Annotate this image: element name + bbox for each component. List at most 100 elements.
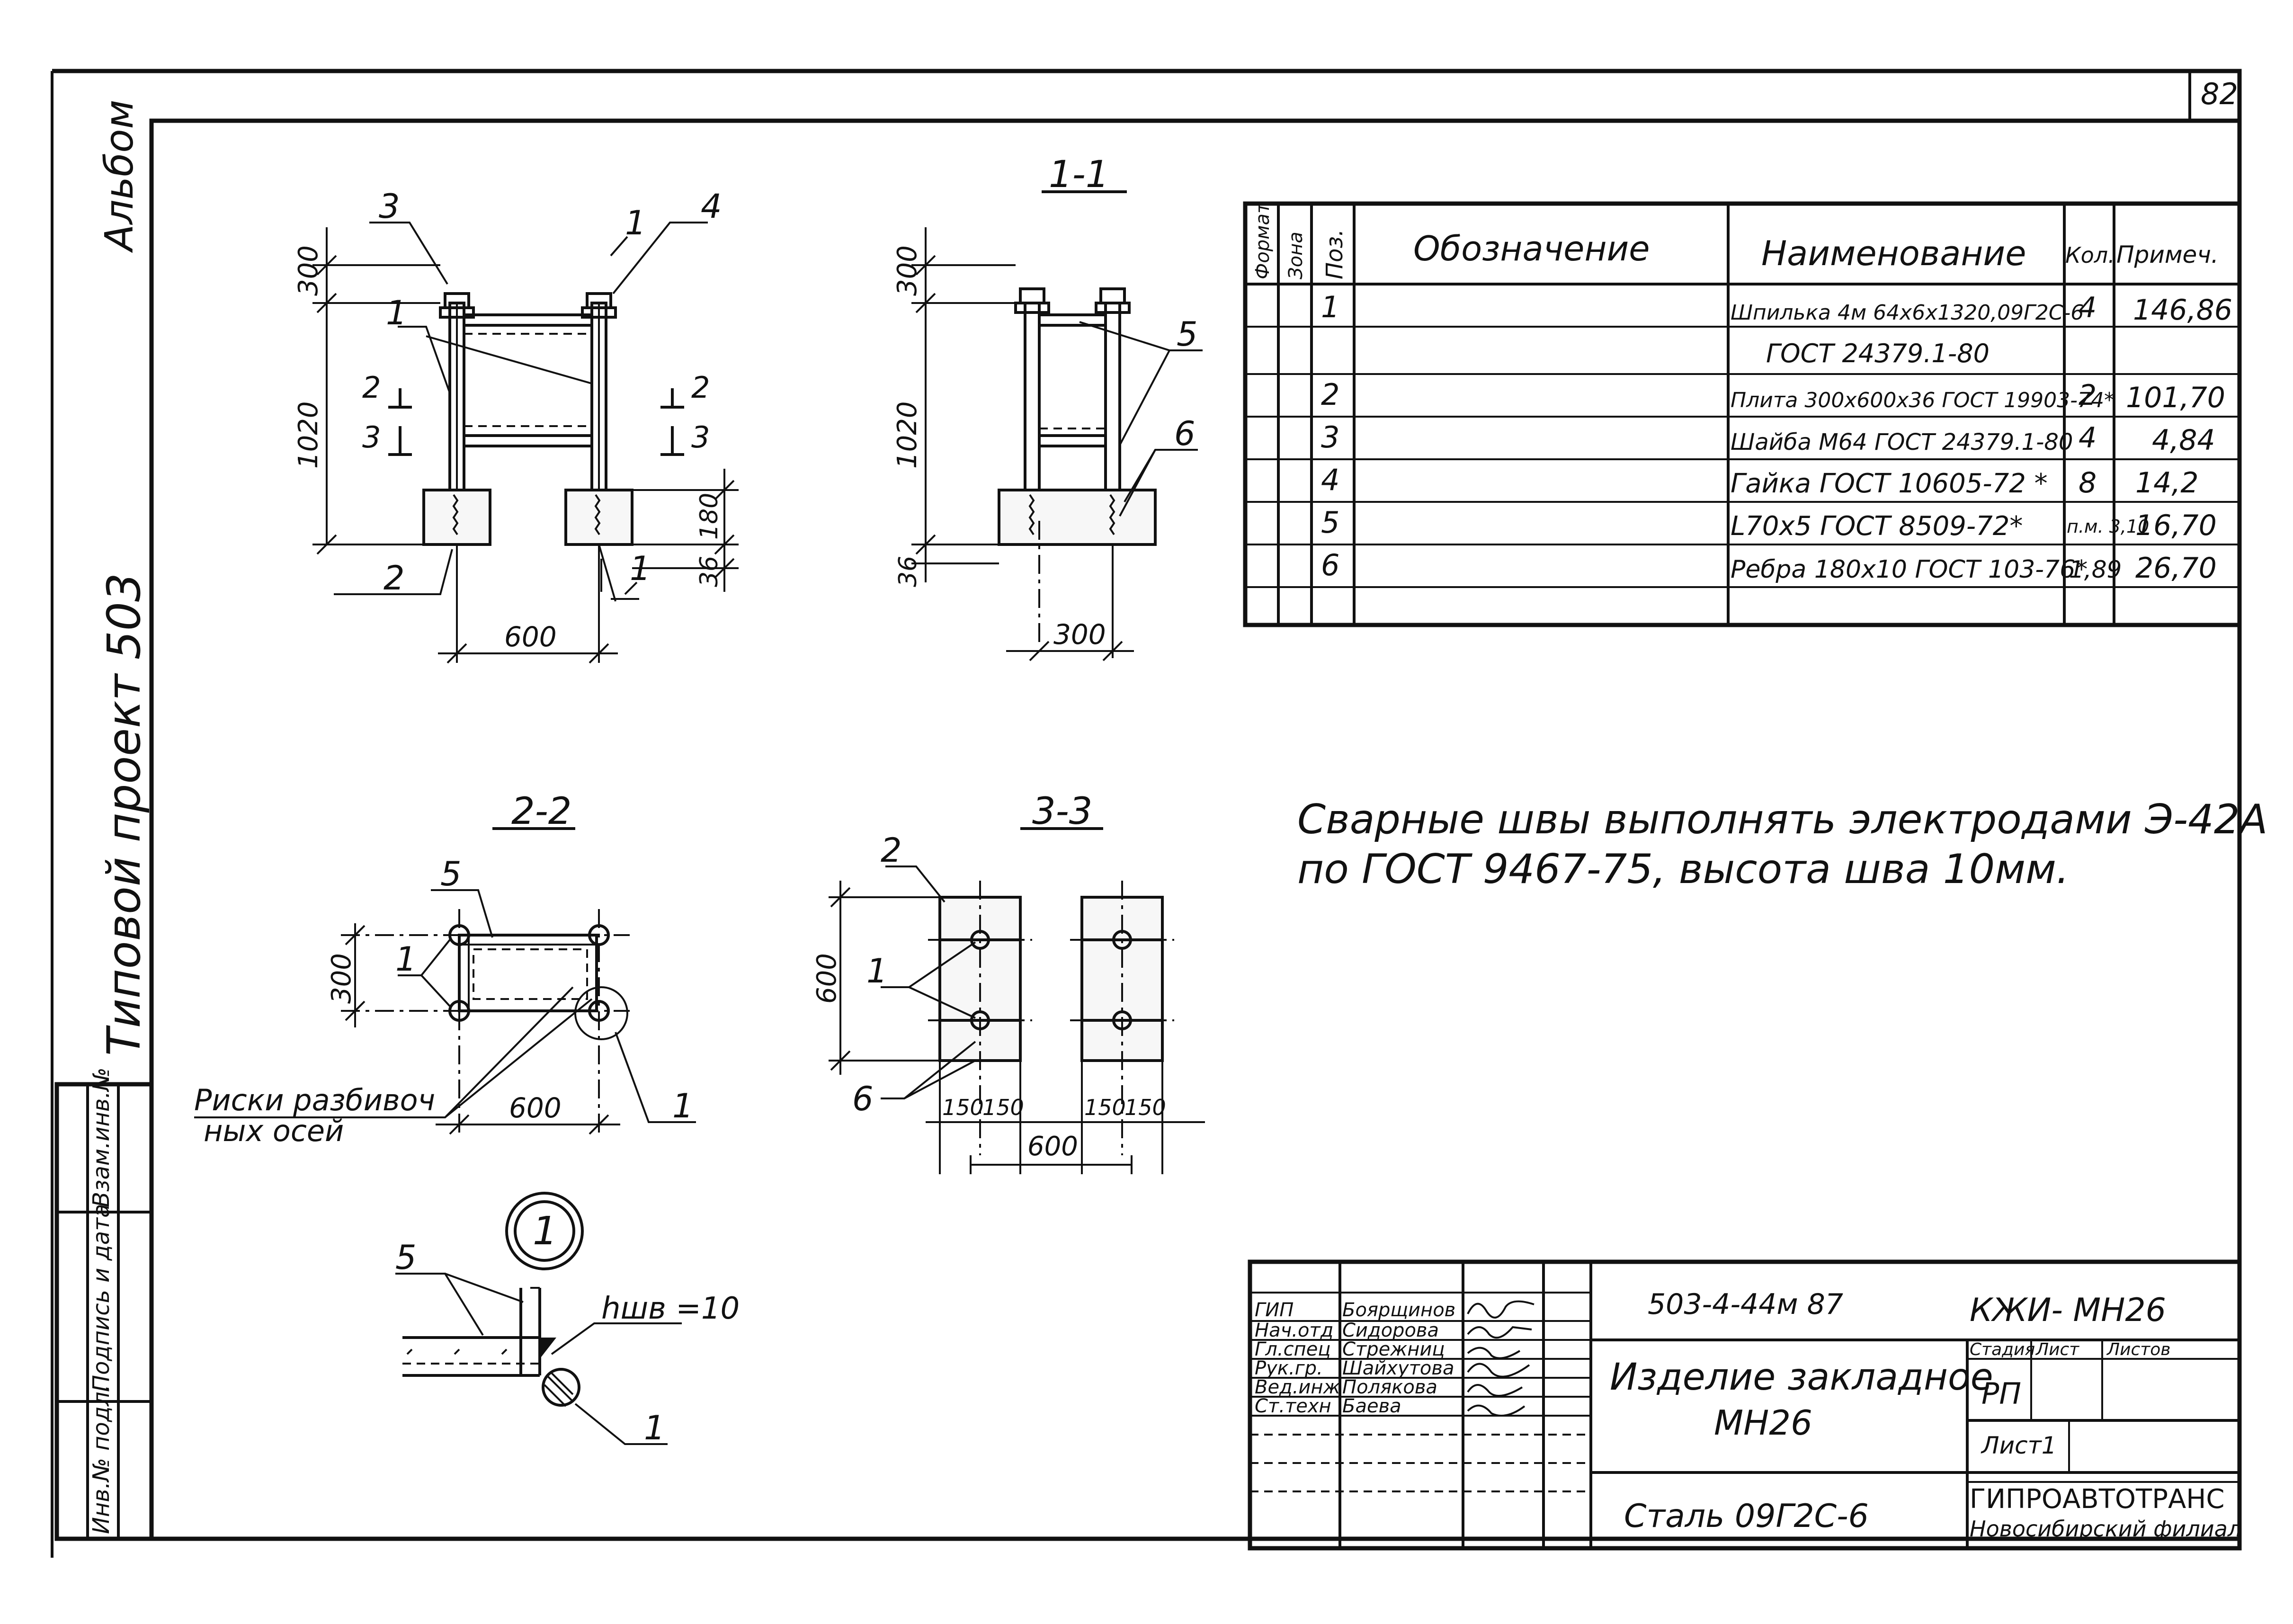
section-3-3 xyxy=(829,827,1205,1174)
spec-row-note: 26,70 xyxy=(2135,552,2217,585)
tb-code: КЖИ- МН26 xyxy=(1970,1292,2166,1329)
spec-row-qty: п.м. 3,10 xyxy=(2067,516,2149,537)
spec-row-name: Плита 300х600х36 ГОСТ 19903-74* xyxy=(1731,388,2115,412)
tb-title-line2: МН26 xyxy=(1714,1403,1812,1443)
stud-3-3-d xyxy=(1112,1010,1132,1030)
main-dim-36: 36 xyxy=(695,556,723,587)
tb-name-2: Сидорова xyxy=(1342,1320,1439,1341)
tb-title-line1: Изделие закладное xyxy=(1610,1356,1993,1399)
sec33-dim-150-c: 150 xyxy=(1084,1095,1126,1120)
axis-marks-label-1: Риски разбивоч xyxy=(194,1083,435,1117)
spec-row-4: 4 Гайка ГОСТ 10605-72 * 8 14,2 xyxy=(1321,463,2199,500)
tb-signatures xyxy=(1467,1300,1535,1417)
spec-header-name: Наименование xyxy=(1761,233,2026,273)
main-pos-4: 4 xyxy=(701,187,722,226)
tb-stage-header: Стадия xyxy=(1970,1340,2035,1359)
spec-row-qty: 4 xyxy=(2079,291,2097,324)
main-dim-180: 180 xyxy=(695,493,723,540)
nut-1-1-right xyxy=(1095,287,1131,314)
main-dim-1020: 1020 xyxy=(293,401,324,469)
spec-row-name: Шпилька 4м 64х6х1320,09Г2С-6 xyxy=(1731,301,2084,325)
spec-row-qty: 8 xyxy=(2079,466,2097,500)
sec11-pos-6: 6 xyxy=(1174,414,1196,453)
spec-row-2: 2 Плита 300х600х36 ГОСТ 19903-74* 2 101,… xyxy=(1321,377,2225,414)
spec-row-qty: 4 xyxy=(2079,421,2097,455)
sec22-dim-600: 600 xyxy=(509,1092,562,1124)
spec-row-qty: 1,89 xyxy=(2069,556,2122,583)
angle-bottom xyxy=(463,434,593,447)
tb-role-ved-inzh: Вед.инж xyxy=(1255,1376,1340,1398)
spec-header-format: Формат xyxy=(1252,202,1274,279)
sec11-pos-5: 5 xyxy=(1177,315,1198,354)
detail-1 xyxy=(395,1192,682,1445)
base-block-right xyxy=(564,489,633,546)
main-cut-2-right: 2 xyxy=(691,370,710,405)
sec22-pos-1: 1 xyxy=(395,940,417,979)
main-cut-3-right: 3 xyxy=(691,420,710,455)
spec-row-note: 146,86 xyxy=(2133,294,2232,327)
sec33-dim-150-a: 150 xyxy=(942,1095,984,1120)
section-1-1-title: 1-1 xyxy=(1049,153,1109,196)
sec33-dim-600-total: 600 xyxy=(1027,1131,1078,1162)
spec-row-pos: 3 xyxy=(1321,420,1339,455)
tb-role-st-tehn: Ст.техн xyxy=(1255,1395,1331,1417)
spec-header-zone: Зона xyxy=(1285,232,1307,279)
detail-pos-5: 5 xyxy=(395,1238,417,1277)
base-block-1-1 xyxy=(998,489,1157,546)
tb-name-5: Полякова xyxy=(1342,1376,1437,1398)
section-3-3-title: 3-3 xyxy=(1032,790,1092,833)
main-dim-300: 300 xyxy=(293,245,324,296)
tb-sheets-header: Листов xyxy=(2106,1340,2170,1359)
main-view xyxy=(312,222,739,664)
weld-note-line1: Сварные швы выполнять электродами Э-42А xyxy=(1297,796,2267,843)
detail-mark-label: 1 xyxy=(533,1209,557,1254)
spec-table xyxy=(1243,201,2242,627)
tb-role-gl-spec: Гл.спец xyxy=(1255,1338,1331,1360)
tb-name-4: Шайхутова xyxy=(1342,1357,1454,1379)
sec11-dim-300: 300 xyxy=(892,245,923,296)
spec-row-note: 101,70 xyxy=(2126,381,2225,414)
main-cut-3-left: 3 xyxy=(362,420,381,455)
spec-row-1b: ГОСТ 24379.1-80 xyxy=(1766,339,1990,368)
spec-row-pos: 2 xyxy=(1321,377,1339,412)
nut-right xyxy=(581,292,617,319)
side-stamp-sign: Подпись и дата xyxy=(88,1204,115,1392)
detail-pos-1: 1 xyxy=(644,1409,665,1447)
spec-row-name: Ребра 180х10 ГОСТ 103-76* xyxy=(1731,555,2088,584)
title-block xyxy=(1248,1259,2242,1551)
tb-role-nach-otd: Нач.отд xyxy=(1255,1320,1333,1341)
tb-name-3: Стрежниц xyxy=(1342,1338,1445,1360)
sec33-dim-150-b: 150 xyxy=(982,1095,1024,1120)
side-album-text: Альбом xyxy=(97,100,142,253)
section-1-1 xyxy=(911,190,1203,661)
sec22-pos-5: 5 xyxy=(440,855,462,893)
spec-row-note: 16,70 xyxy=(2135,509,2217,542)
main-dim-600: 600 xyxy=(504,621,557,653)
tb-org-branch: Новосибирский филиал xyxy=(1970,1516,2241,1542)
nut-1-1-left xyxy=(1014,287,1050,314)
sec11-dim-300-bottom: 300 xyxy=(1053,618,1106,651)
tb-org: ГИПРОАВТОТРАНС xyxy=(1970,1484,2225,1515)
side-stamp-inv: Инв.№ подл. xyxy=(88,1384,115,1534)
spec-row-name: Гайка ГОСТ 10605-72 * xyxy=(1731,468,2048,499)
axis-marks-label-2: ных осей xyxy=(204,1114,344,1148)
spec-header-qty: Кол. xyxy=(2065,242,2115,268)
stud-3-3-b xyxy=(970,1010,990,1030)
sec33-dim-150-d: 150 xyxy=(1124,1095,1166,1120)
tb-stage: РП xyxy=(1981,1376,2021,1411)
sec33-dim-600: 600 xyxy=(812,953,842,1004)
sec33-pos-2: 2 xyxy=(881,831,902,870)
main-pos-3: 3 xyxy=(379,187,400,226)
sec11-dim-36: 36 xyxy=(894,556,922,587)
sec22-dim-300: 300 xyxy=(326,953,357,1004)
main-cut-2-left: 2 xyxy=(362,370,381,405)
detail-stud-section xyxy=(542,1368,580,1407)
sec33-pos-6: 6 xyxy=(852,1080,874,1118)
tb-role-ruk-gr: Рук.гр. xyxy=(1255,1357,1323,1379)
side-stamp-box xyxy=(54,1082,154,1541)
spec-row-pos: 1 xyxy=(1321,290,1339,324)
page-number: 82 xyxy=(2201,77,2238,111)
sec33-pos-1: 1 xyxy=(866,952,888,990)
